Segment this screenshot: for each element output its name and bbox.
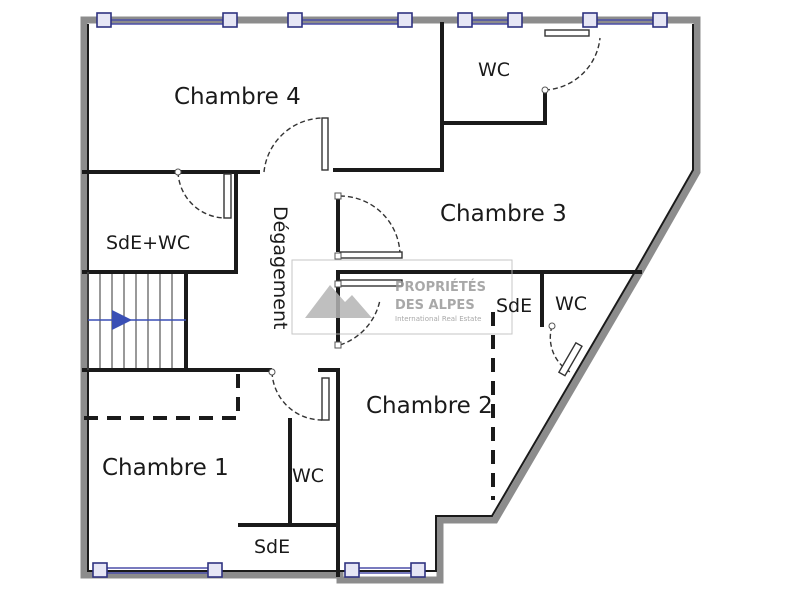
watermark: PROPRIÉTÉS DES ALPES International Real … (291, 259, 513, 335)
room-labels: Chambre 4 WC Chambre 3 SdE+WC Dégagement… (102, 59, 587, 558)
doors (174, 29, 601, 421)
watermark-line1: PROPRIÉTÉS (395, 279, 486, 295)
room-label-chambre-4: Chambre 4 (174, 84, 301, 110)
outer-walls (80, 16, 701, 584)
staircase (87, 272, 186, 370)
room-label-wc-mid: WC (555, 293, 587, 315)
mountain-logo-icon (305, 285, 372, 318)
room-label-chambre-2: Chambre 2 (366, 393, 493, 419)
watermark-line2: DES ALPES (395, 298, 475, 313)
room-label-wc-bottom: WC (292, 465, 324, 487)
windows (92, 12, 668, 578)
room-label-degagement: Dégagement (269, 206, 291, 329)
dashed-lines (84, 312, 495, 500)
room-label-chambre-1: Chambre 1 (102, 455, 229, 481)
arrow-right-icon (112, 310, 132, 330)
watermark-line3: International Real Estate (395, 315, 481, 323)
room-label-sde-mid: SdE (496, 295, 532, 317)
room-label-wc-top: WC (478, 59, 510, 81)
room-label-sde-bottom: SdE (254, 536, 290, 558)
room-label-chambre-3: Chambre 3 (440, 201, 567, 227)
room-label-sde-wc: SdE+WC (106, 232, 190, 254)
